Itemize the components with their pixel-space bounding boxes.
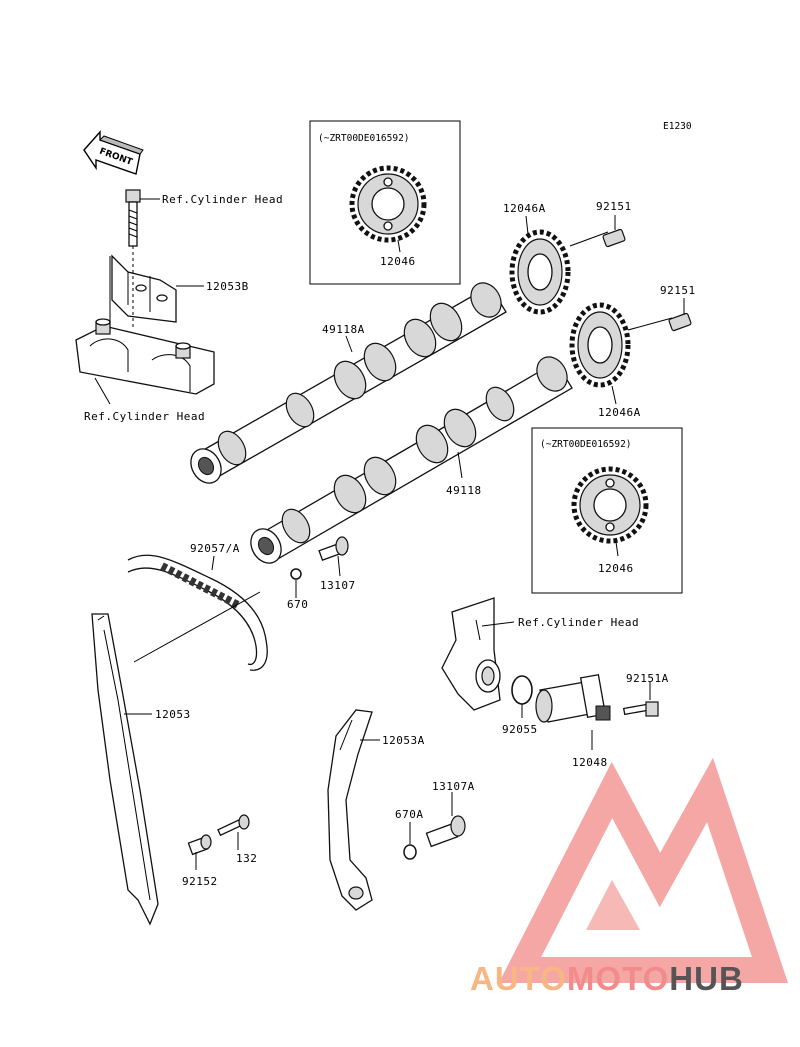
label-132: 132 [236,852,257,865]
label-92055: 92055 [502,723,538,736]
label-12046-right: 12046 [598,562,634,575]
label-13107: 13107 [320,579,356,592]
sprocket-12046A-low [569,302,631,388]
wordmark-auto: AUTO [470,960,567,997]
label-49118: 49118 [446,484,482,497]
o-ring-670A [403,844,417,860]
label-670A: 670A [395,808,424,821]
label-12046A-low: 12046A [598,406,641,419]
sprocket-bolt-low [668,312,692,332]
sprocket-12046-top [349,165,427,243]
pivot-bolt-13107A [425,815,466,848]
sprocket-12046A-top [509,229,571,315]
chain-tensioner-12048 [535,673,611,723]
tensioner-guide-12053A [327,709,373,911]
sprocket-12046-right [571,466,649,544]
sprocket-bolt-top [602,228,626,248]
pivot-bolt-13107 [318,536,349,561]
front-arrow-icon: FRONT [83,130,144,175]
chain-guide-bracket [111,254,177,323]
serial-caption-right: (~ZRT00DE016592) [540,439,632,450]
wordmark-moto: MOTO [566,960,670,997]
label-13107A: 13107A [432,780,475,793]
label-92151-low: 92151 [660,284,696,297]
collar-92152 [187,834,212,856]
label-12053B: 12053B [206,280,249,293]
label-92151-top: 92151 [596,200,632,213]
label-670: 670 [287,598,308,611]
serial-caption-top: (~ZRT00DE016592) [318,133,410,144]
cam-chain [127,554,268,671]
label-12053A: 12053A [382,734,425,747]
label-ref-cylinder-head-top: Ref.Cylinder Head [162,193,283,206]
diagram-ref-code: E1230 [663,121,692,132]
label-ref-cylinder-head-right: Ref.Cylinder Head [518,616,639,629]
label-92151A: 92151A [626,672,669,685]
bolt-92151A [622,701,659,717]
label-12046-top: 12046 [380,255,416,268]
label-ref-cylinder-head-left: Ref.Cylinder Head [84,410,205,423]
label-12053: 12053 [155,708,191,721]
label-92152: 92152 [182,875,218,888]
chain-guide-12053 [91,613,159,926]
serial-box-right: (~ZRT00DE016592) 12046 [531,427,683,594]
label-49118A: 49118A [322,323,365,336]
wordmark-hub: HUB [669,960,744,997]
cap-bolt [125,189,141,247]
label-12046A-top: 12046A [503,202,546,215]
automotohub-wordmark: AUTOMOTOHUB [470,960,744,998]
camshaft-49118A [190,282,507,484]
label-92057A: 92057/A [190,542,240,555]
bolt-132 [217,814,250,837]
camshaft-49118 [250,356,573,564]
serial-box-top: (~ZRT00DE016592) 12046 [309,120,461,285]
label-12048: 12048 [572,756,608,769]
o-ring-670 [290,568,302,580]
camshaft-holder [75,318,215,395]
